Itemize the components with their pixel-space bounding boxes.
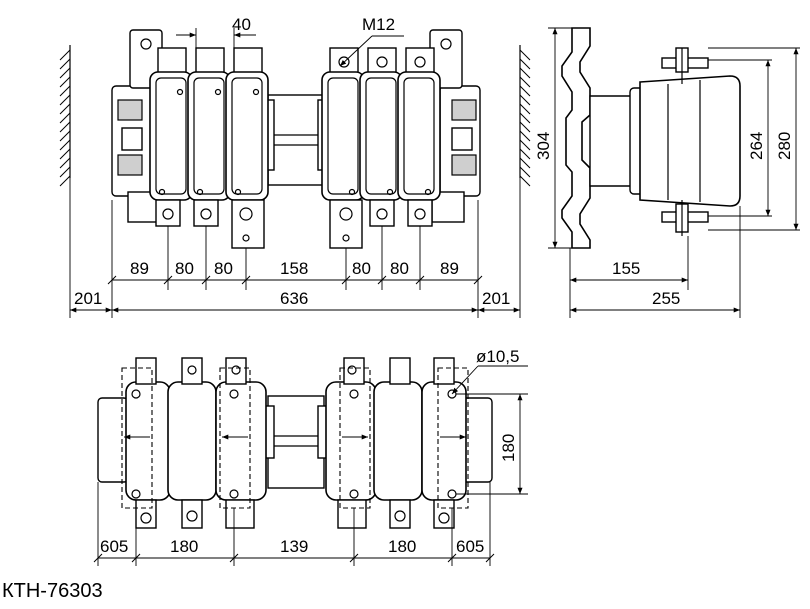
dim-hole-diameter: ø10,5 <box>451 347 528 395</box>
plan-dashed-plates <box>121 367 469 509</box>
pole-2 <box>187 47 231 227</box>
plan-pole-6 <box>421 381 467 501</box>
dim-155-label: 155 <box>612 259 640 278</box>
dim-hole-label: ø10,5 <box>476 347 519 366</box>
dim-plan-180-b: 180 <box>388 537 416 556</box>
dim-605-left: 605 <box>100 537 128 556</box>
plan-crossbar <box>267 395 325 489</box>
plan-pole-5 <box>373 381 423 501</box>
dim-304-label: 304 <box>534 132 553 160</box>
dim-80-c: 80 <box>352 259 371 278</box>
dim-height-280: 280 <box>708 47 800 231</box>
dim-158: 158 <box>280 259 308 278</box>
right-wall-hatch <box>519 45 531 187</box>
dim-40-label: 40 <box>232 15 251 34</box>
dim-201-right: 201 <box>482 289 510 308</box>
dim-row-bottom: 89 80 80 158 80 80 89 <box>107 200 483 290</box>
dim-pitch-40: 40 <box>176 15 256 48</box>
central-crossbar <box>261 94 331 186</box>
dim-depth-255: 255 <box>570 206 741 318</box>
pole-4 <box>321 47 365 249</box>
plan-pole-3 <box>215 381 267 501</box>
dim-plan-row: 605 180 139 180 605 <box>93 482 495 566</box>
plan-view: ø10,5 180 605 180 139 180 605 <box>93 347 528 566</box>
dim-thread-m12: M12 <box>339 15 404 67</box>
dim-264-label: 264 <box>747 132 766 160</box>
dim-636: 636 <box>280 289 308 308</box>
left-wall-hatch <box>59 45 71 187</box>
dim-plan-height-180: 180 <box>456 393 528 495</box>
dim-139: 139 <box>280 537 308 556</box>
dim-201-left: 201 <box>74 289 102 308</box>
dim-280-label: 280 <box>775 132 794 160</box>
side-bottom-bolt <box>661 200 709 236</box>
plan-pole-2 <box>167 381 217 501</box>
dim-89-left: 89 <box>130 259 149 278</box>
front-view: 40 M12 89 80 80 158 80 80 89 <box>59 15 531 318</box>
dim-89-right: 89 <box>440 259 459 278</box>
model-caption: КТН-76303 <box>2 580 103 602</box>
dim-m12-label: M12 <box>362 15 395 34</box>
pole-5 <box>359 47 403 227</box>
dim-row-overall: 201 636 201 <box>69 178 521 318</box>
dim-plan-180-a: 180 <box>170 537 198 556</box>
dim-plan-180-label: 180 <box>499 434 518 462</box>
left-end-bracket <box>111 29 163 223</box>
dim-depth-155: 155 <box>569 236 689 318</box>
plan-left-cap <box>97 397 129 483</box>
mounting-rail <box>561 27 591 249</box>
pole-6 <box>397 47 441 227</box>
side-coil-housing <box>639 75 741 207</box>
pole-1 <box>149 47 193 227</box>
plan-terminals <box>135 357 455 529</box>
plan-pole-4 <box>325 381 377 501</box>
dim-255-label: 255 <box>652 289 680 308</box>
pole-3 <box>225 47 269 249</box>
plan-pole-1 <box>125 381 171 501</box>
dim-605-right: 605 <box>456 537 484 556</box>
dim-80-d: 80 <box>390 259 409 278</box>
dim-80-b: 80 <box>214 259 233 278</box>
dim-80-a: 80 <box>175 259 194 278</box>
dim-height-304: 304 <box>534 27 572 249</box>
side-view: 304 264 280 155 <box>534 27 800 318</box>
side-top-bolt <box>661 47 709 84</box>
